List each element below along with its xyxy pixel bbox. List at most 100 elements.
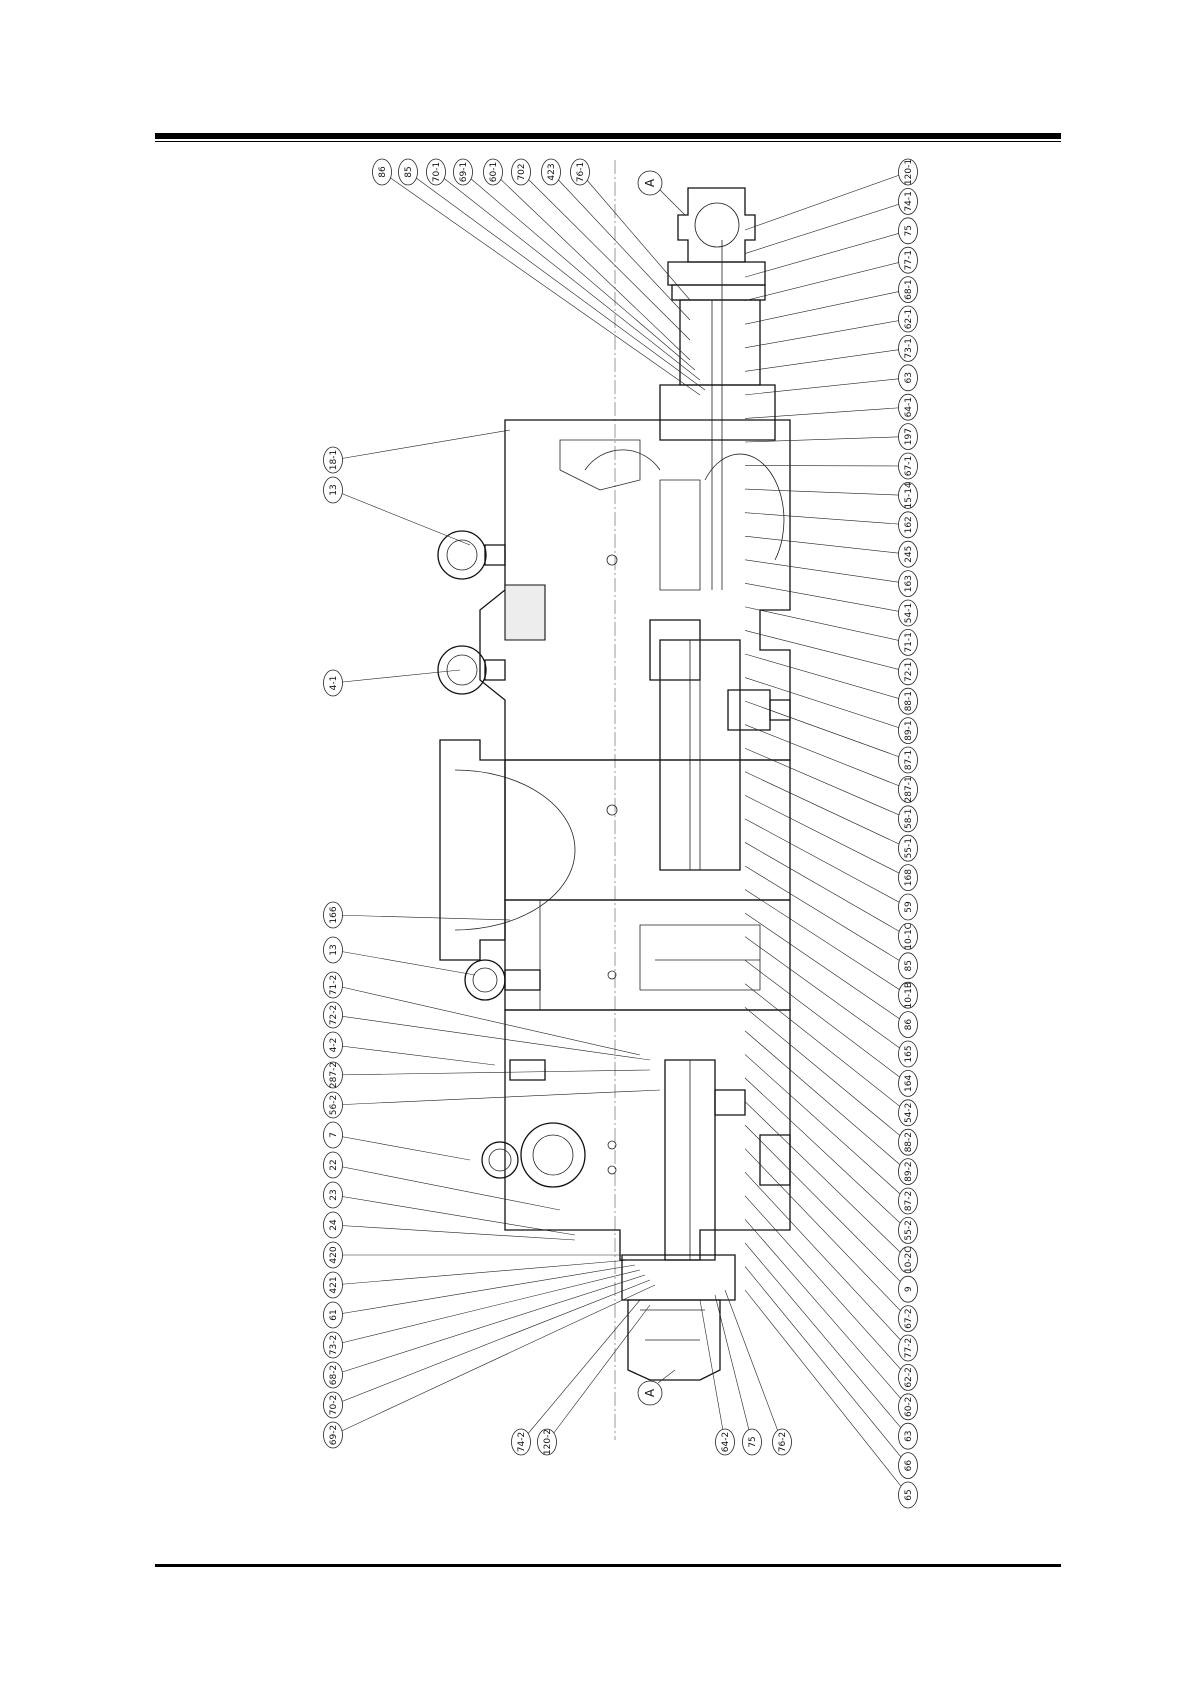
callout-left-4: 60-1	[483, 158, 691, 361]
callout-left-18: 7	[323, 1121, 471, 1161]
callout-label: 197	[904, 428, 914, 445]
callout-right-29: 86	[744, 912, 918, 1038]
callout-right-9: 197	[744, 423, 918, 451]
callout-left-22: 420	[323, 1241, 625, 1269]
callout-label: 70-1	[432, 162, 442, 182]
callout-label: 86	[904, 1019, 914, 1031]
callout-label: 164	[904, 1075, 914, 1092]
callout-label: 75	[904, 225, 914, 236]
callout-label: 120-2	[543, 1429, 553, 1455]
callout-right-18: 88-1	[744, 653, 918, 715]
callout-right-20: 87-1	[744, 700, 918, 774]
callout-bottom-4: 76-2	[724, 1289, 792, 1456]
callout-label: 69-1	[459, 162, 469, 182]
callout-label: 89-1	[904, 720, 914, 740]
callout-right-5: 62-1	[744, 305, 918, 349]
callout-label: 245	[904, 546, 914, 563]
valve-body-middle	[464, 899, 791, 1011]
callout-label: 15-14	[904, 482, 914, 508]
callout-label: 71-1	[904, 632, 914, 652]
callout-label: 73-1	[904, 338, 914, 358]
callout-right-34: 89-2	[744, 1030, 918, 1185]
callout-left-5: 702	[511, 158, 691, 341]
callout-label: 72-2	[329, 1005, 339, 1025]
callout-left-0: 86	[372, 158, 701, 396]
callout-label: 10-1B	[904, 982, 914, 1009]
callout-right-22: 58-1	[744, 747, 918, 833]
callout-label: 60-2	[904, 1397, 914, 1417]
callout-right-26: 10-1C	[744, 842, 918, 950]
callout-left-24: 61	[323, 1264, 636, 1329]
callout-label: 71-2	[329, 975, 339, 995]
callout-label: 87-2	[904, 1191, 914, 1211]
callout-right-10: 67-1	[744, 452, 918, 480]
callout-label: 287-2	[329, 1062, 339, 1088]
callout-right-8: 64-1	[744, 393, 918, 421]
callout-right-2: 75	[744, 217, 918, 278]
callout-right-31: 164	[744, 959, 918, 1097]
valve-body-lower	[481, 1009, 791, 1261]
eye-bolt-1	[437, 530, 506, 580]
callout-bottom-0: 74-2	[511, 1299, 641, 1456]
callout-label: 163	[904, 575, 914, 592]
callout-left-19: 22	[323, 1151, 561, 1211]
callout-label: 64-1	[904, 397, 914, 417]
callout-label: 22	[329, 1159, 339, 1170]
callout-label: 68-1	[904, 279, 914, 299]
callout-label: 56-2	[329, 1095, 339, 1115]
callout-bottom-3: 75	[714, 1294, 762, 1456]
callout-label: 67-2	[904, 1308, 914, 1328]
callout-label: 421	[329, 1276, 339, 1293]
callout-left-27: 70-2	[323, 1279, 651, 1419]
callout-left-14: 72-2	[323, 1001, 651, 1061]
callout-right-19: 89-1	[744, 677, 918, 744]
callout-right-45: 65	[744, 1289, 918, 1509]
callout-right-28: 10-1B	[744, 889, 918, 1009]
callout-label: 62-2	[904, 1367, 914, 1387]
callout-label: 10-2C	[904, 1246, 914, 1273]
view-mark-top: A	[637, 170, 686, 216]
callout-label: 13	[329, 484, 339, 495]
callout-label: 68-2	[329, 1365, 339, 1385]
callout-label: 162	[904, 516, 914, 533]
callout-label: 73-2	[329, 1335, 339, 1355]
callout-right-39: 67-2	[744, 1148, 918, 1332]
callout-label: 13	[329, 944, 339, 955]
callout-label: 87-1	[904, 750, 914, 770]
callout-right-4: 68-1	[744, 276, 918, 325]
callout-left-17: 56-2	[323, 1089, 661, 1119]
callout-label: 64-2	[721, 1432, 731, 1452]
view-mark-bottom: A	[637, 1369, 676, 1406]
callout-bottom-2: 64-2	[699, 1299, 735, 1456]
callout-left-12: 13	[323, 936, 476, 976]
callout-left-25: 73-2	[323, 1269, 641, 1359]
callout-right-7: 63	[744, 364, 918, 396]
callout-right-30: 165	[744, 936, 918, 1068]
callout-right-42: 60-2	[744, 1219, 918, 1421]
callout-label: 63	[904, 1430, 914, 1441]
callout-left-21: 24	[323, 1211, 576, 1241]
callout-left-26: 68-2	[323, 1274, 646, 1389]
callout-right-11: 15-14	[744, 481, 918, 509]
callout-right-37: 10-2C	[744, 1101, 918, 1274]
callout-left-13: 71-2	[323, 971, 641, 1056]
callout-right-44: 66	[744, 1266, 918, 1479]
callout-label: 65	[904, 1489, 914, 1500]
callout-left-9: 13	[323, 476, 471, 546]
callout-label: 7	[329, 1132, 339, 1138]
header-rule-thin	[155, 141, 1061, 142]
callout-left-10: 4-1	[323, 669, 461, 697]
callout-label: 287-1	[904, 776, 914, 802]
callout-label: 70-2	[329, 1395, 339, 1415]
callout-label: 85	[404, 166, 414, 177]
callout-label: 4-2	[329, 1038, 339, 1053]
callout-right-40: 77-2	[744, 1172, 918, 1362]
callout-right-13: 245	[744, 535, 918, 568]
callout-label: 24	[329, 1219, 339, 1231]
callout-left-7: 76-1	[570, 158, 691, 301]
callout-label: 74-2	[517, 1432, 527, 1452]
callout-label: 18-1	[329, 450, 339, 470]
